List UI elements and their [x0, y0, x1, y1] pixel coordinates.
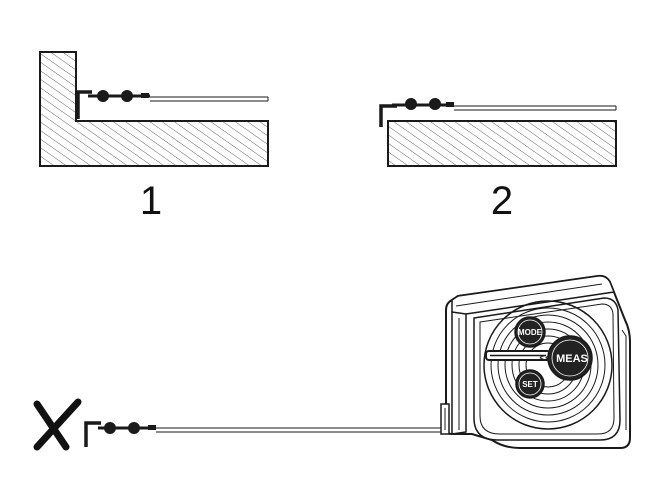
- forbidden-mark-icon: [33, 398, 82, 451]
- figure-1-tape-blade: [150, 96, 269, 102]
- meas-button[interactable]: << MEAS: [539, 335, 593, 381]
- set-button[interactable]: SET: [515, 369, 545, 399]
- rivet-icon: [405, 98, 417, 110]
- rivet-icon: [128, 422, 140, 434]
- meas-arrow-icon: <<: [539, 353, 551, 364]
- rivet-icon: [104, 422, 116, 434]
- set-button-label: SET: [522, 380, 538, 389]
- figure-2-label: 2: [491, 179, 513, 223]
- device-front-panel: [473, 297, 621, 441]
- figure-1-tape-hook: [76, 90, 150, 119]
- rivet-icon: [121, 90, 133, 102]
- rivet-icon: [429, 98, 441, 110]
- device-tape-hook: [84, 421, 156, 447]
- rivet-icon: [97, 90, 109, 102]
- figure-2: 2: [379, 98, 617, 223]
- figure-2-slab: [387, 120, 617, 167]
- mode-button-label: MODE: [518, 328, 543, 337]
- device-tape-blade: [156, 427, 446, 433]
- figure-1-label: 1: [140, 179, 162, 223]
- figure-1-wall: [39, 51, 269, 167]
- figure-2-tape-hook: [379, 98, 454, 127]
- figure-2-tape-blade: [454, 105, 617, 111]
- mode-button[interactable]: MODE: [514, 316, 546, 348]
- figure-1: 1: [39, 51, 269, 223]
- meas-button-label: MEAS: [556, 353, 588, 365]
- tape-measure-device: MODE << MEAS SET: [440, 274, 631, 449]
